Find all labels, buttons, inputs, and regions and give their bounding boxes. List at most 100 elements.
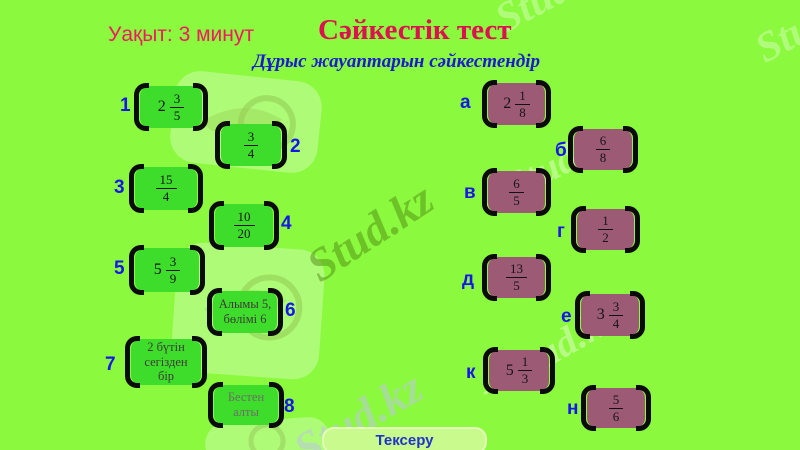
bracket-right-icon — [192, 336, 207, 388]
bracket-left-icon — [215, 121, 230, 169]
text-line: бөлімі 6 — [223, 312, 267, 326]
text-line: алты — [233, 405, 259, 419]
right-item-b-letter: б — [555, 140, 567, 161]
time-label: Уақыт: 3 минут — [108, 23, 254, 46]
stud-watermark-text: Stud.kz — [297, 172, 443, 292]
card-fill — [213, 291, 277, 333]
bracket-left-icon — [209, 201, 224, 250]
bracket-left-icon — [207, 288, 222, 336]
bracket-right-icon — [272, 121, 287, 169]
left-item-7-number: 7 — [105, 354, 116, 375]
left-item-6-card[interactable]: Алымы 5, бөлімі 6 — [207, 288, 283, 336]
page-title: Сәйкестік тест — [318, 14, 512, 46]
bracket-right-icon — [264, 201, 279, 250]
left-item-8-number: 8 — [284, 396, 295, 417]
text-line: сегізден — [144, 354, 188, 369]
bracket-left-icon — [129, 164, 144, 213]
bracket-right-icon — [636, 385, 651, 431]
bracket-right-icon — [630, 291, 645, 339]
text-line: бір — [157, 369, 175, 384]
card-fill — [214, 385, 278, 425]
right-item-n-letter: н — [567, 398, 579, 419]
right-item-k-letter: к — [466, 362, 476, 383]
bracket-left-icon — [129, 245, 144, 295]
right-item-v-letter: в — [464, 182, 476, 203]
left-item-7-card[interactable]: 2 бүтін сегізден бір — [125, 336, 207, 388]
page-subtitle: Дұрыс жауаптарын сәйкестендір — [253, 51, 541, 72]
bracket-right-icon — [193, 83, 208, 131]
bracket-left-icon — [483, 347, 498, 394]
whole-number: 2 — [157, 98, 166, 115]
bracket-right-icon — [625, 206, 640, 253]
bracket-left-icon — [482, 168, 497, 216]
text-line: Алымы 5, — [218, 297, 272, 312]
check-button[interactable]: Тексеру — [322, 427, 487, 450]
left-item-6-number: 6 — [285, 300, 296, 321]
bracket-left-icon — [482, 254, 497, 301]
bracket-left-icon — [571, 206, 586, 253]
bracket-right-icon — [536, 168, 551, 216]
bracket-left-icon — [134, 83, 149, 131]
left-item-3-number: 3 — [114, 177, 125, 198]
whole-number: 5 — [153, 261, 162, 278]
bracket-right-icon — [268, 288, 283, 336]
bracket-right-icon — [188, 164, 203, 213]
right-item-d-letter: д — [462, 269, 475, 290]
whole-number: 3 — [596, 306, 605, 323]
bracket-right-icon — [190, 245, 205, 295]
whole-number: 2 — [503, 95, 512, 112]
stud-watermark-text: Stud.kz — [748, 0, 800, 73]
card-value: 2 бүтін сегізден бір — [127, 336, 205, 388]
bracket-left-icon — [568, 126, 583, 173]
card-fill — [131, 339, 201, 385]
right-item-e-letter: е — [561, 306, 572, 327]
left-item-1-number: 1 — [120, 95, 131, 116]
bracket-left-icon — [125, 336, 140, 388]
bracket-right-icon — [540, 347, 555, 394]
whole-number: 5 — [505, 361, 514, 379]
left-item-8-card[interactable]: Бестен алты — [208, 382, 284, 428]
left-item-2-number: 2 — [290, 136, 301, 157]
bracket-right-icon — [536, 254, 551, 301]
bracket-left-icon — [208, 382, 223, 428]
bracket-left-icon — [575, 291, 590, 339]
left-item-5-number: 5 — [114, 258, 125, 279]
bracket-right-icon — [536, 80, 551, 128]
left-item-4-number: 4 — [281, 213, 292, 234]
bracket-right-icon — [623, 126, 638, 173]
